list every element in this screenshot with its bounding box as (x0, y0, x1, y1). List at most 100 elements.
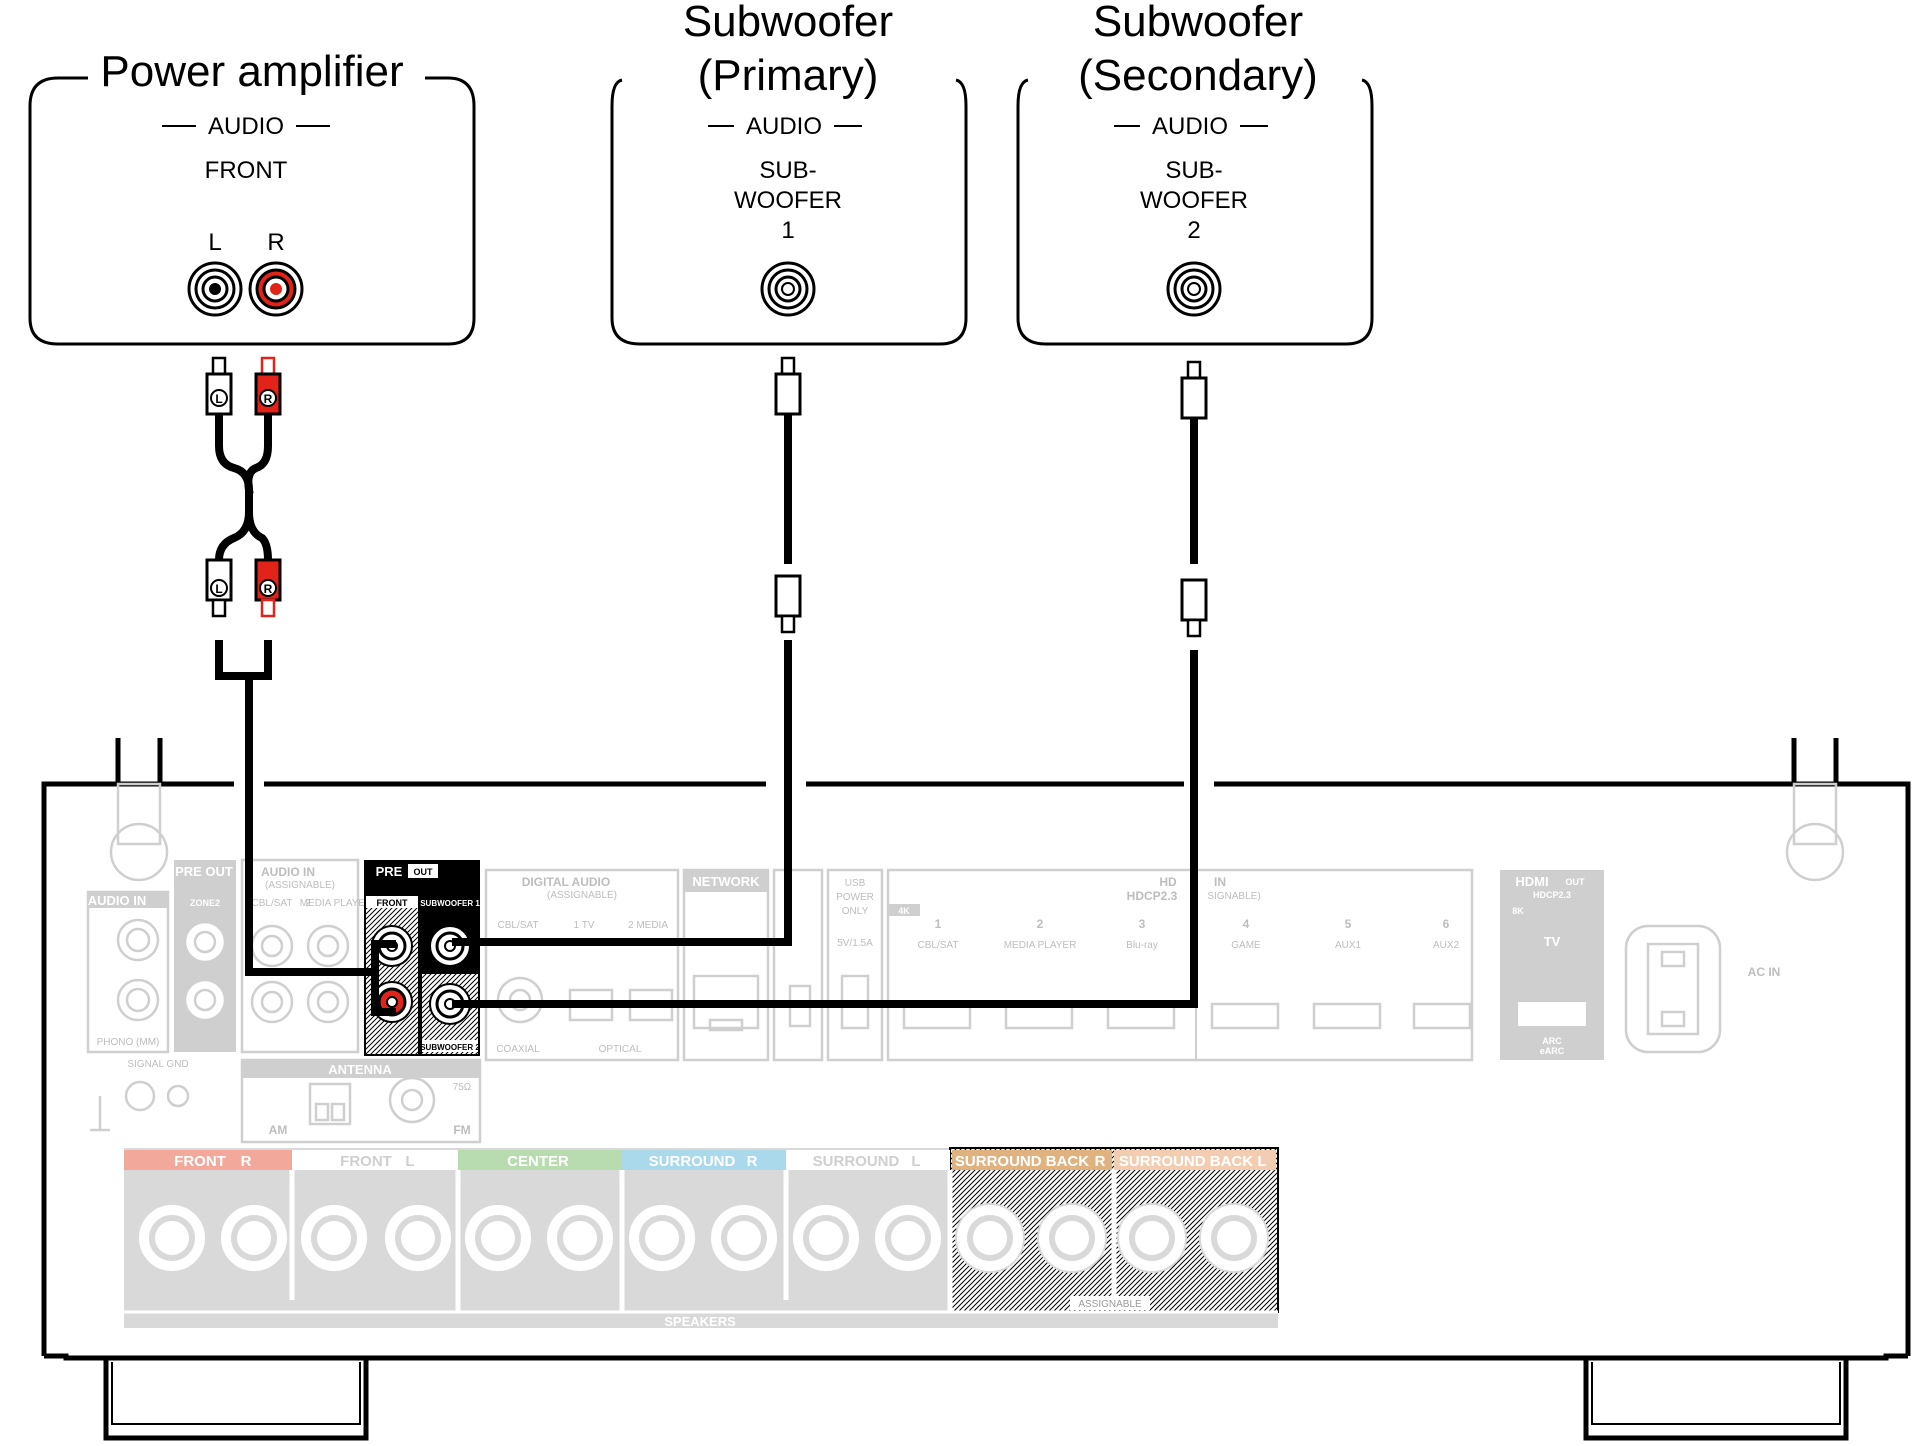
hdmi-input-4-num: 4 (1243, 917, 1250, 931)
speaker-front-l-side: L (405, 1153, 414, 1170)
plug-subwoofer2-top (1180, 360, 1208, 420)
subwoofer-primary-panel: Subwoofer (Primary) AUDIO SUB- WOOFER 1 (610, 0, 968, 346)
speaker-surround-back-l-name: SURROUND BACK (1119, 1153, 1253, 1170)
hdmi-out-badge: OUT (1566, 877, 1586, 887)
hdmi-arc-label: ARC (1542, 1036, 1562, 1046)
plug-amp-r-label: R (264, 392, 273, 406)
phono-label: PHONO (MM) (97, 1037, 160, 1048)
speakers-label: SPEAKERS (664, 1314, 736, 1329)
audio-in-assignable-sub: (ASSIGNABLE) (265, 880, 335, 891)
plug-subwoofer1-top (774, 356, 802, 416)
receiver-pre-out-zone2: PRE OUT ZONE2 (174, 860, 236, 1052)
power-amp-r-jack (248, 261, 304, 317)
subwoofer-secondary-title-line2: (Secondary) (1078, 51, 1318, 100)
optical-label: OPTICAL (599, 1044, 642, 1055)
ohm-label: 75Ω (453, 1082, 472, 1093)
receiver-antenna: ANTENNA AM FM 75Ω (240, 1058, 482, 1144)
plug-subwoofer1-bottom (774, 574, 802, 634)
subwoofer-secondary-panel: Subwoofer (Secondary) AUDIO SUB- WOOFER … (1016, 0, 1374, 346)
speaker-surround-back-r-side: R (1095, 1153, 1106, 1170)
hdmi-hd-label: HD (1159, 875, 1177, 889)
speaker-group-surround-r: SURROUND R (622, 1150, 786, 1273)
hdmi-input-5: 5 AUX1 (1312, 917, 1382, 1030)
antenna-label: ANTENNA (328, 1062, 392, 1077)
speaker-front-r-side: R (241, 1153, 252, 1170)
plug-amp-r: R (254, 356, 282, 416)
hdmi-input-2-name: MEDIA PLAYER (1004, 940, 1077, 951)
hdmi-out-hdcp: HDCP2.3 (1533, 890, 1571, 900)
hdmi-4k-badge: 4K (898, 906, 910, 916)
pre-out-front-label: FRONT (377, 898, 408, 908)
subwoofer-primary-title-line1: Subwoofer (683, 0, 893, 46)
speaker-group-surround-l: SURROUND L (786, 1150, 950, 1273)
hdmi-input-6: 6 AUX2 (1412, 917, 1472, 1030)
speaker-group-surround-back-r: SURROUND BACK R (952, 1150, 1112, 1273)
speaker-group-front-r: FRONT R (124, 1150, 292, 1273)
plug-receiver-l-label: L (215, 582, 222, 596)
hdmi-input-6-num: 6 (1443, 917, 1450, 931)
subwoofer-primary-label-3: 1 (781, 217, 794, 244)
subwoofer-primary-jack (760, 261, 816, 317)
hdmi-input-1-num: 1 (935, 917, 942, 931)
pre-out-subwoofer2-label: SUBWOOFER 2 (420, 1043, 480, 1052)
subwoofer-primary-audio-label: AUDIO (746, 113, 822, 140)
hdmi-hdcp-label: HDCP2.3 (1127, 889, 1178, 903)
power-amp-audio-label: AUDIO (208, 113, 284, 140)
power-amplifier-title: Power amplifier (100, 47, 403, 96)
speaker-group-front-l: FRONT L (292, 1150, 458, 1273)
plug-receiver-r: R (254, 558, 282, 618)
signal-gnd-label: SIGNAL GND (127, 1059, 188, 1070)
speaker-group-surround-back-l: SURROUND BACK L (1114, 1150, 1276, 1273)
receiver-speakers: FRONT R FRONT L CENTER SURRO (124, 1147, 1279, 1329)
audio-in-cbl-sat: CBL/SAT (252, 898, 293, 909)
plug-amp-l: L (205, 356, 233, 416)
digital-cbl-sat: CBL/SAT (498, 920, 539, 931)
usb-label-3: ONLY (842, 906, 869, 917)
plug-receiver-r-label: R (264, 582, 273, 596)
receiver-audio-in-assignable: AUDIO IN (ASSIGNABLE) CBL/SAT 2 MEDIA PL… (240, 858, 373, 1054)
usb-label-2: POWER (836, 892, 874, 903)
power-amp-front-label: FRONT (205, 157, 288, 184)
hdmi-input-1-name: CBL/SAT (918, 940, 959, 951)
hdmi-input-5-num: 5 (1345, 917, 1352, 931)
hdmi-input-6-name: AUX2 (1433, 940, 1460, 951)
hdmi-earc-label: eARC (1540, 1046, 1565, 1056)
hdmi-in-badge: IN (1214, 875, 1226, 889)
hdmi-input-3-num: 3 (1139, 917, 1146, 931)
subwoofer-secondary-label-3: 2 (1187, 217, 1200, 244)
cable-subwoofer1 (452, 414, 792, 946)
hdmi-8k-badge: 8K (1512, 906, 1524, 916)
hdmi-assignable-label: SIGNABLE) (1207, 891, 1260, 902)
hdmi-input-5-name: AUX1 (1335, 940, 1362, 951)
receiver-audio-in-phono: AUDIO IN PHONO (MM) SIGNAL GND (86, 890, 190, 1132)
digital-audio-sub: (ASSIGNABLE) (547, 890, 617, 901)
digital-audio-label: DIGITAL AUDIO (522, 875, 610, 889)
speaker-surround-l-name: SURROUND (813, 1153, 900, 1170)
receiver-hdmi-inputs: HD HDCP2.3 IN SIGNABLE) 4K 1 CBL/SAT 2 M… (886, 868, 1474, 1062)
speaker-group-center: CENTER (458, 1150, 622, 1273)
hdmi-input-3: 3 Blu-ray (1106, 917, 1176, 1030)
audio-in-media-player: MEDIA PLAYER (300, 898, 373, 909)
hdmi-input-4: 4 GAME (1210, 917, 1280, 1030)
subwoofer-secondary-label-1: SUB- (1165, 157, 1222, 184)
receiver-network: NETWORK (682, 868, 770, 1062)
receiver-usb: USB POWER ONLY 5V/1.5A (826, 868, 884, 1062)
subwoofer-primary-title-line2: (Primary) (698, 51, 879, 100)
speaker-front-l-name: FRONT (340, 1153, 392, 1170)
assignable-speakers-label: ASSIGNABLE (1078, 1299, 1142, 1310)
subwoofer-secondary-title-line1: Subwoofer (1093, 0, 1303, 46)
pre-out-main-out: OUT (414, 867, 434, 877)
receiver-small-port (772, 868, 824, 1062)
zone2-pre-out-label: PRE OUT (175, 864, 233, 879)
speaker-surround-l-side: L (911, 1153, 920, 1170)
receiver-chassis (41, 738, 1911, 1441)
zone2-label: ZONE2 (190, 898, 220, 908)
plug-receiver-l: L (205, 558, 233, 618)
power-amp-l-label: L (208, 229, 221, 256)
hdmi-input-2-num: 2 (1037, 917, 1044, 931)
digital-media: 2 MEDIA (628, 920, 668, 931)
subwoofer-primary-label-2: WOOFER (734, 187, 842, 214)
cable-front-stereo (214, 410, 396, 1016)
speaker-surround-r-name: SURROUND (649, 1153, 736, 1170)
